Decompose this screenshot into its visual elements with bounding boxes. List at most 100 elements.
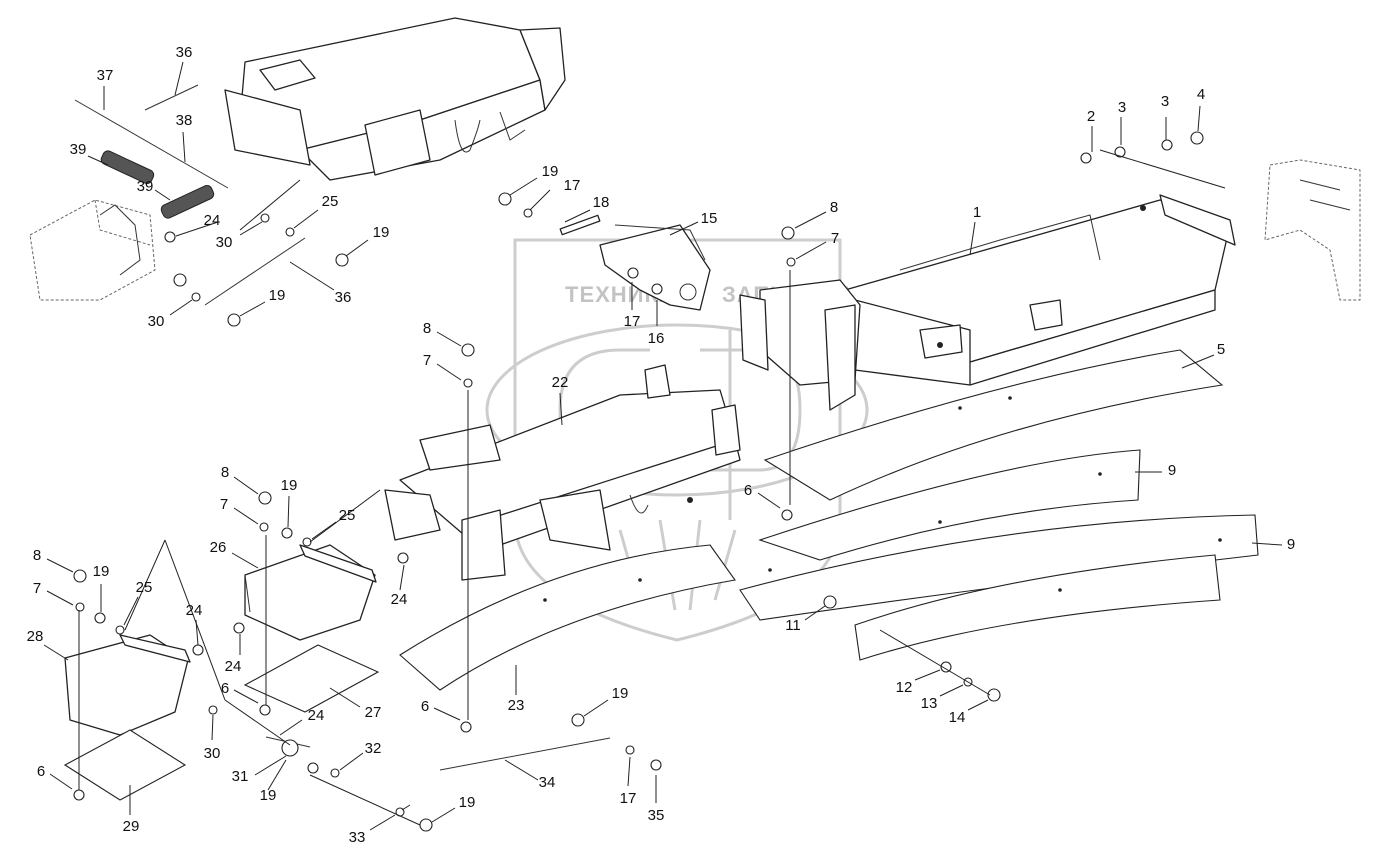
callout-2: 2 [1087,108,1095,152]
svg-text:25: 25 [136,579,153,596]
callout-28: 28 [27,628,69,661]
svg-text:29: 29 [123,818,140,835]
cover-plate-9a [758,449,1141,561]
callout-37: 37 [97,67,114,110]
svg-text:26: 26 [210,539,227,556]
svg-text:17: 17 [620,790,637,807]
bracket-15 [559,214,711,311]
callout-30: 30 [148,299,193,330]
svg-text:19: 19 [93,563,110,580]
svg-text:18: 18 [593,194,610,211]
svg-text:38: 38 [176,112,193,129]
cover-plate-5 [763,349,1224,501]
callout-8: 8 [423,320,462,347]
shield-26 [244,544,377,641]
callout-23: 23 [508,665,524,714]
svg-text:17: 17 [624,313,641,330]
left-shield-outline [29,199,156,301]
svg-text:19: 19 [612,685,629,702]
callout-35: 35 [648,775,665,824]
callout-34: 34 [504,759,556,791]
callout-25: 25 [311,507,356,540]
callout-24: 24 [225,634,242,675]
cover-plate-lower [854,554,1221,661]
main-beam-assembly [739,194,1236,411]
svg-text:24: 24 [204,212,221,229]
svg-text:6: 6 [421,698,429,715]
svg-text:15: 15 [701,210,718,227]
svg-text:24: 24 [186,602,203,619]
svg-text:30: 30 [204,745,221,762]
callout-39: 39 [70,141,109,166]
callout-15: 15 [669,210,718,236]
callout-19: 19 [583,685,629,717]
callout-5: 5 [1181,341,1225,369]
callout-24: 24 [279,707,324,736]
cover-plate-9b [739,514,1259,621]
svg-text:1: 1 [973,204,981,221]
svg-text:2: 2 [1087,108,1095,125]
svg-text:39: 39 [137,178,154,195]
svg-text:36: 36 [176,44,193,61]
svg-text:25: 25 [339,507,356,524]
callout-19: 19 [345,224,390,257]
callout-19: 19 [509,163,559,196]
svg-text:6: 6 [744,482,752,499]
svg-text:8: 8 [830,199,838,216]
svg-text:8: 8 [221,464,229,481]
callout-19: 19 [93,563,110,612]
svg-text:7: 7 [831,230,839,247]
callout-11: 11 [785,605,826,634]
callout-36: 36 [174,44,193,96]
svg-text:22: 22 [552,374,569,391]
svg-text:32: 32 [365,740,382,757]
svg-text:30: 30 [216,234,233,251]
callout-3: 3 [1161,93,1169,140]
svg-text:9: 9 [1287,536,1295,553]
svg-text:19: 19 [373,224,390,241]
callout-14: 14 [949,699,989,726]
callout-8: 8 [221,464,259,495]
svg-text:6: 6 [37,763,45,780]
svg-text:37: 37 [97,67,114,84]
svg-text:24: 24 [391,591,408,608]
callout-31: 31 [232,755,287,785]
callout-25: 25 [123,579,153,626]
callout-26: 26 [210,539,259,569]
callout-17: 17 [620,756,637,807]
callout-19: 19 [281,477,298,528]
plate-27 [243,644,380,713]
callout-24: 24 [391,564,408,608]
callout-22: 22 [552,374,569,426]
callout-3: 3 [1118,99,1126,145]
tractor-frame [224,17,566,181]
svg-text:30: 30 [148,313,165,330]
callout-17: 17 [624,282,641,330]
callout-1: 1 [969,204,981,256]
svg-text:34: 34 [539,774,556,791]
callout-19: 19 [239,287,286,317]
callout-6: 6 [37,763,73,790]
svg-text:17: 17 [564,177,581,194]
svg-text:6: 6 [221,680,229,697]
callout-29: 29 [123,785,140,835]
callout-19: 19 [260,759,287,804]
callout-7: 7 [795,230,839,260]
svg-text:11: 11 [785,617,801,634]
cover-plate-23 [399,544,736,691]
svg-text:19: 19 [281,477,298,494]
svg-text:33: 33 [349,829,366,846]
callout-25: 25 [293,193,338,229]
callout-6: 6 [421,698,461,721]
callout-7: 7 [33,580,74,606]
callout-30: 30 [204,714,221,762]
callout-19: 19 [401,804,411,811]
svg-text:24: 24 [225,658,242,675]
callout-17: 17 [529,177,581,211]
svg-text:35: 35 [648,807,665,824]
svg-text:39: 39 [70,141,87,158]
svg-text:19: 19 [542,163,559,180]
svg-text:19: 19 [269,287,286,304]
callout-24: 24 [175,212,221,237]
